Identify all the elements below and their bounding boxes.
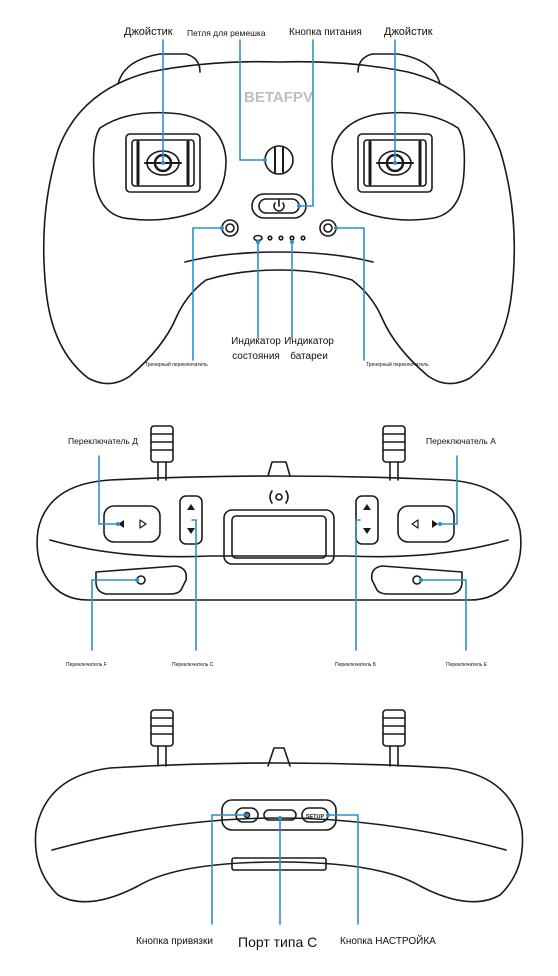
label-bind-button: Кнопка привязки [136,936,213,947]
label-switch-e: Переключатель Е [446,662,488,668]
label-power-button: Кнопка питания [289,27,362,38]
label-trainer-left: Тренерный переключатель [145,362,208,368]
label-joystick-left: Джойстик [124,26,173,38]
top-view-controller [36,425,522,601]
callout-dots [116,158,442,820]
callout-lines [91,39,467,925]
bottom-view-controller [34,709,524,903]
label-switch-c: Переключатель С [172,662,214,668]
label-switch-d: Переключатель Д [68,436,138,446]
top-view-arrows [118,504,438,534]
label-switch-a: Переключатель А [426,436,496,446]
label-status-indicator: Индикатор состояния [231,336,281,362]
label-battery-indicator: Индикатор батареи [284,336,334,362]
brand-logo: BETAFPV [244,89,313,106]
label-setup-button: Кнопка НАСТРОЙКА [340,936,436,947]
label-joystick-right: Джойстик [384,26,433,38]
label-strap-loop: Петля для ремешка [187,28,266,38]
label-switch-b: Переключатель Б [335,662,377,668]
setup-button-text: SETUP [306,814,325,820]
label-trainer-right: Тренерный переключатель [366,362,429,368]
label-switch-f: Переключатель F [66,662,107,668]
label-usb-c-port: Порт типа С [238,934,318,950]
